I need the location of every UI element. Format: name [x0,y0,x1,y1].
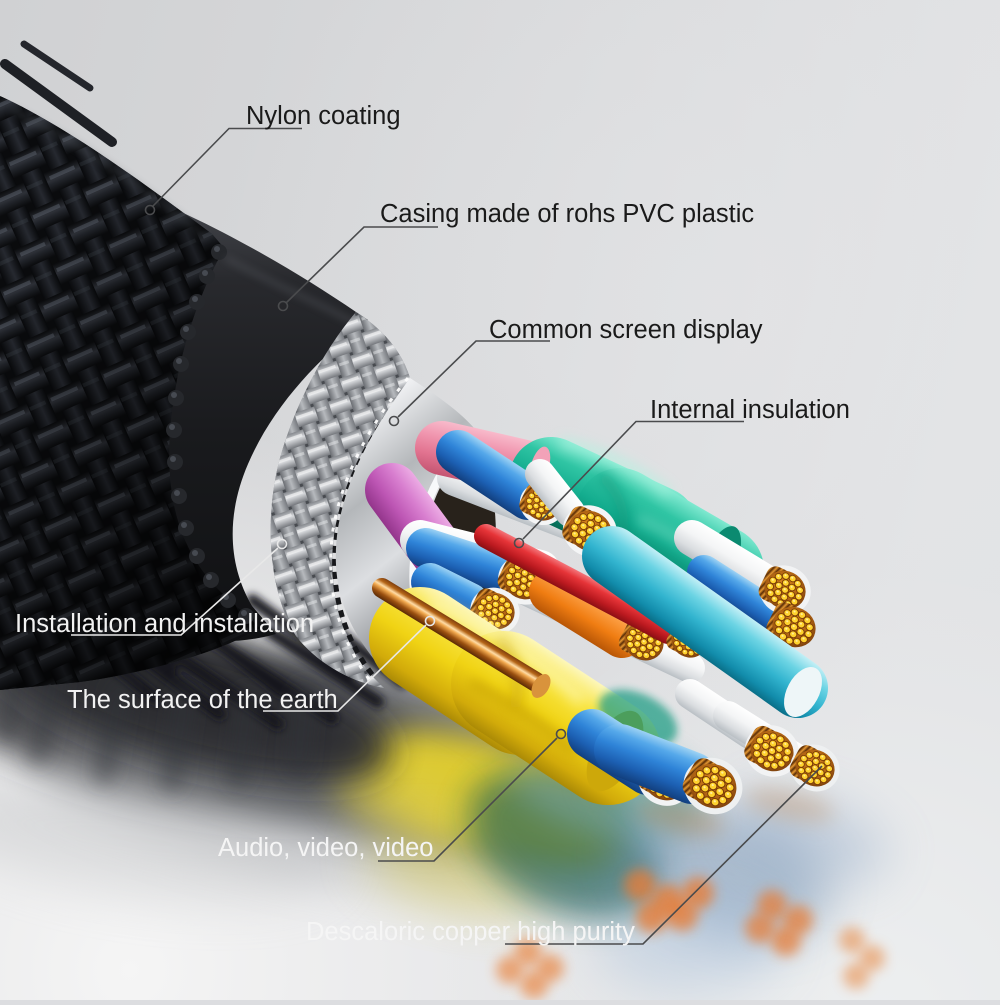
svg-text:Descaloric copper high purity: Descaloric copper high purity [306,918,635,946]
svg-text:Common screen display: Common screen display [489,316,763,344]
svg-text:Internal insulation: Internal insulation [650,396,850,424]
svg-text:Casing made of rohs PVC plasti: Casing made of rohs PVC plastic [380,200,754,228]
svg-text:The surface of the earth: The surface of the earth [67,686,338,714]
svg-text:Audio, video, video: Audio, video, video [218,834,433,862]
svg-text:Installation and installation: Installation and installation [15,610,314,638]
svg-text:Nylon coating: Nylon coating [246,102,401,130]
